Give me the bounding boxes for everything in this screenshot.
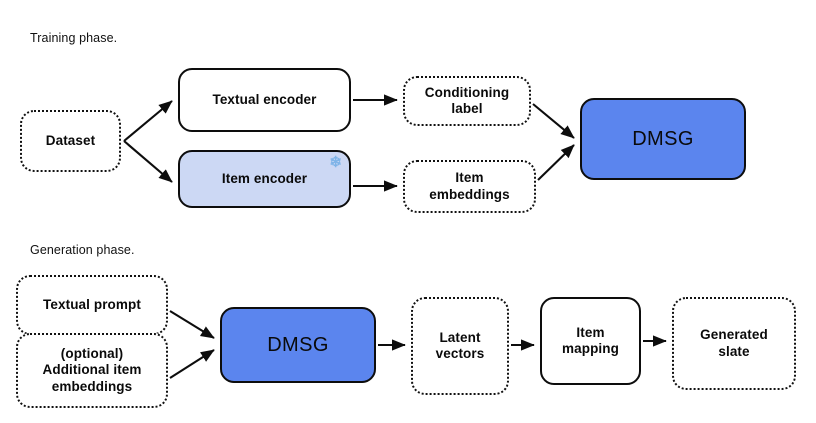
- node-dmsg-generation[interactable]: DMSG: [220, 307, 376, 383]
- node-item-mapping-label: Item mapping: [562, 324, 619, 356]
- edge-additional-item-embeddings-to-dmsg: [169, 349, 215, 379]
- node-latent-vectors-label: Latent vectors: [435, 329, 485, 361]
- node-item-mapping[interactable]: Item mapping: [540, 297, 641, 385]
- node-dataset-label: Dataset: [45, 132, 96, 148]
- node-item-encoder-label: Item encoder: [221, 170, 308, 186]
- node-dmsg-generation-label: DMSG: [267, 333, 329, 356]
- edge-conditioning-label-to-dmsg: [532, 103, 575, 139]
- node-conditioning-label-text: Conditioning label: [424, 84, 510, 116]
- node-item-embeddings[interactable]: Item embeddings: [403, 160, 536, 213]
- edge-dataset-to-textual-encoder: [123, 100, 173, 142]
- node-latent-vectors[interactable]: Latent vectors: [411, 297, 509, 395]
- node-textual-prompt[interactable]: Textual prompt: [16, 275, 168, 335]
- node-item-embeddings-label: Item embeddings: [429, 170, 510, 202]
- node-generated-slate-label: Generated slate: [700, 327, 768, 359]
- edge-item-embeddings-to-dmsg: [537, 144, 575, 181]
- node-textual-encoder-label: Textual encoder: [212, 91, 317, 107]
- snowflake-icon: ❄: [329, 154, 342, 171]
- training-phase-title: Training phase.: [30, 31, 118, 45]
- node-generated-slate[interactable]: Generated slate: [672, 297, 796, 390]
- node-textual-prompt-label: Textual prompt: [43, 296, 141, 312]
- node-item-encoder[interactable]: Item encoder ❄: [178, 150, 351, 208]
- node-additional-item-embeddings-label: (optional) Additional item embeddings: [42, 345, 142, 394]
- node-dmsg-training[interactable]: DMSG: [580, 98, 746, 180]
- edge-textual-prompt-to-dmsg: [169, 310, 215, 339]
- node-additional-item-embeddings[interactable]: (optional) Additional item embeddings: [16, 333, 168, 408]
- edge-dataset-to-item-encoder: [123, 140, 173, 183]
- generation-phase-title: Generation phase.: [30, 243, 135, 257]
- node-dmsg-training-label: DMSG: [632, 127, 694, 150]
- node-textual-encoder[interactable]: Textual encoder: [178, 68, 351, 132]
- node-dataset[interactable]: Dataset: [20, 110, 121, 172]
- node-conditioning-label[interactable]: Conditioning label: [403, 76, 531, 126]
